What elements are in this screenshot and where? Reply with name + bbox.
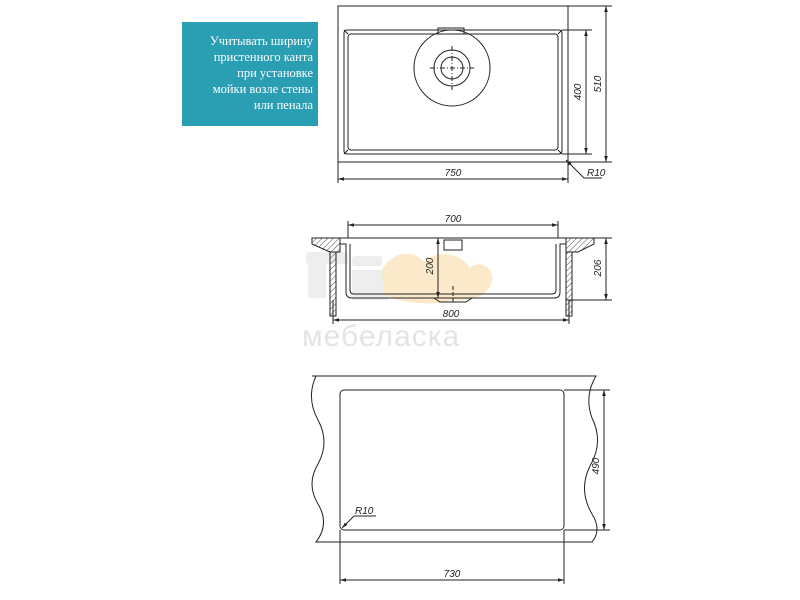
dim-label-510: 510 xyxy=(593,75,604,92)
cutout-opening xyxy=(339,389,565,531)
note-line-3: при установке xyxy=(237,66,313,80)
countertop-outline xyxy=(311,375,598,543)
installation-note: Учитывать ширину пристенного канта при у… xyxy=(182,22,318,126)
overflow-slot xyxy=(437,27,465,35)
radius-label-top: R10 xyxy=(587,168,606,179)
top-view: 750 510 400 R10 xyxy=(337,5,612,183)
note-line-5: или пенала xyxy=(253,98,313,112)
countertop-cut-right xyxy=(565,237,595,253)
cutout-view: R10 490 730 xyxy=(311,375,610,584)
watermark-logo: мебеласка xyxy=(302,252,493,353)
watermark-text: мебеласка xyxy=(302,320,460,353)
dim-label-400: 400 xyxy=(573,83,584,100)
overflow-section xyxy=(443,239,463,251)
section-view: 700 200 206 800 xyxy=(311,214,612,324)
sink-outer-outline xyxy=(337,5,569,163)
dim-label-206: 206 xyxy=(593,259,604,277)
dim-label-700: 700 xyxy=(445,214,462,225)
note-line-4: мойки возле стены xyxy=(212,82,313,96)
note-line-2: пристенного канта xyxy=(213,50,313,64)
dim-label-490: 490 xyxy=(591,457,602,474)
sink-section-outline xyxy=(339,237,567,299)
dim-label-800: 800 xyxy=(443,309,460,320)
countertop-cut-left xyxy=(311,237,341,253)
sink-bowl-inner-outline xyxy=(347,33,559,151)
dim-label-750: 750 xyxy=(445,168,462,179)
dim-label-730: 730 xyxy=(444,569,461,580)
radius-label-cutout: R10 xyxy=(355,506,374,517)
drain-recess xyxy=(413,29,491,107)
sink-bowl-outline xyxy=(343,29,563,155)
note-line-1: Учитывать ширину xyxy=(209,34,313,48)
dim-label-200: 200 xyxy=(425,257,436,275)
